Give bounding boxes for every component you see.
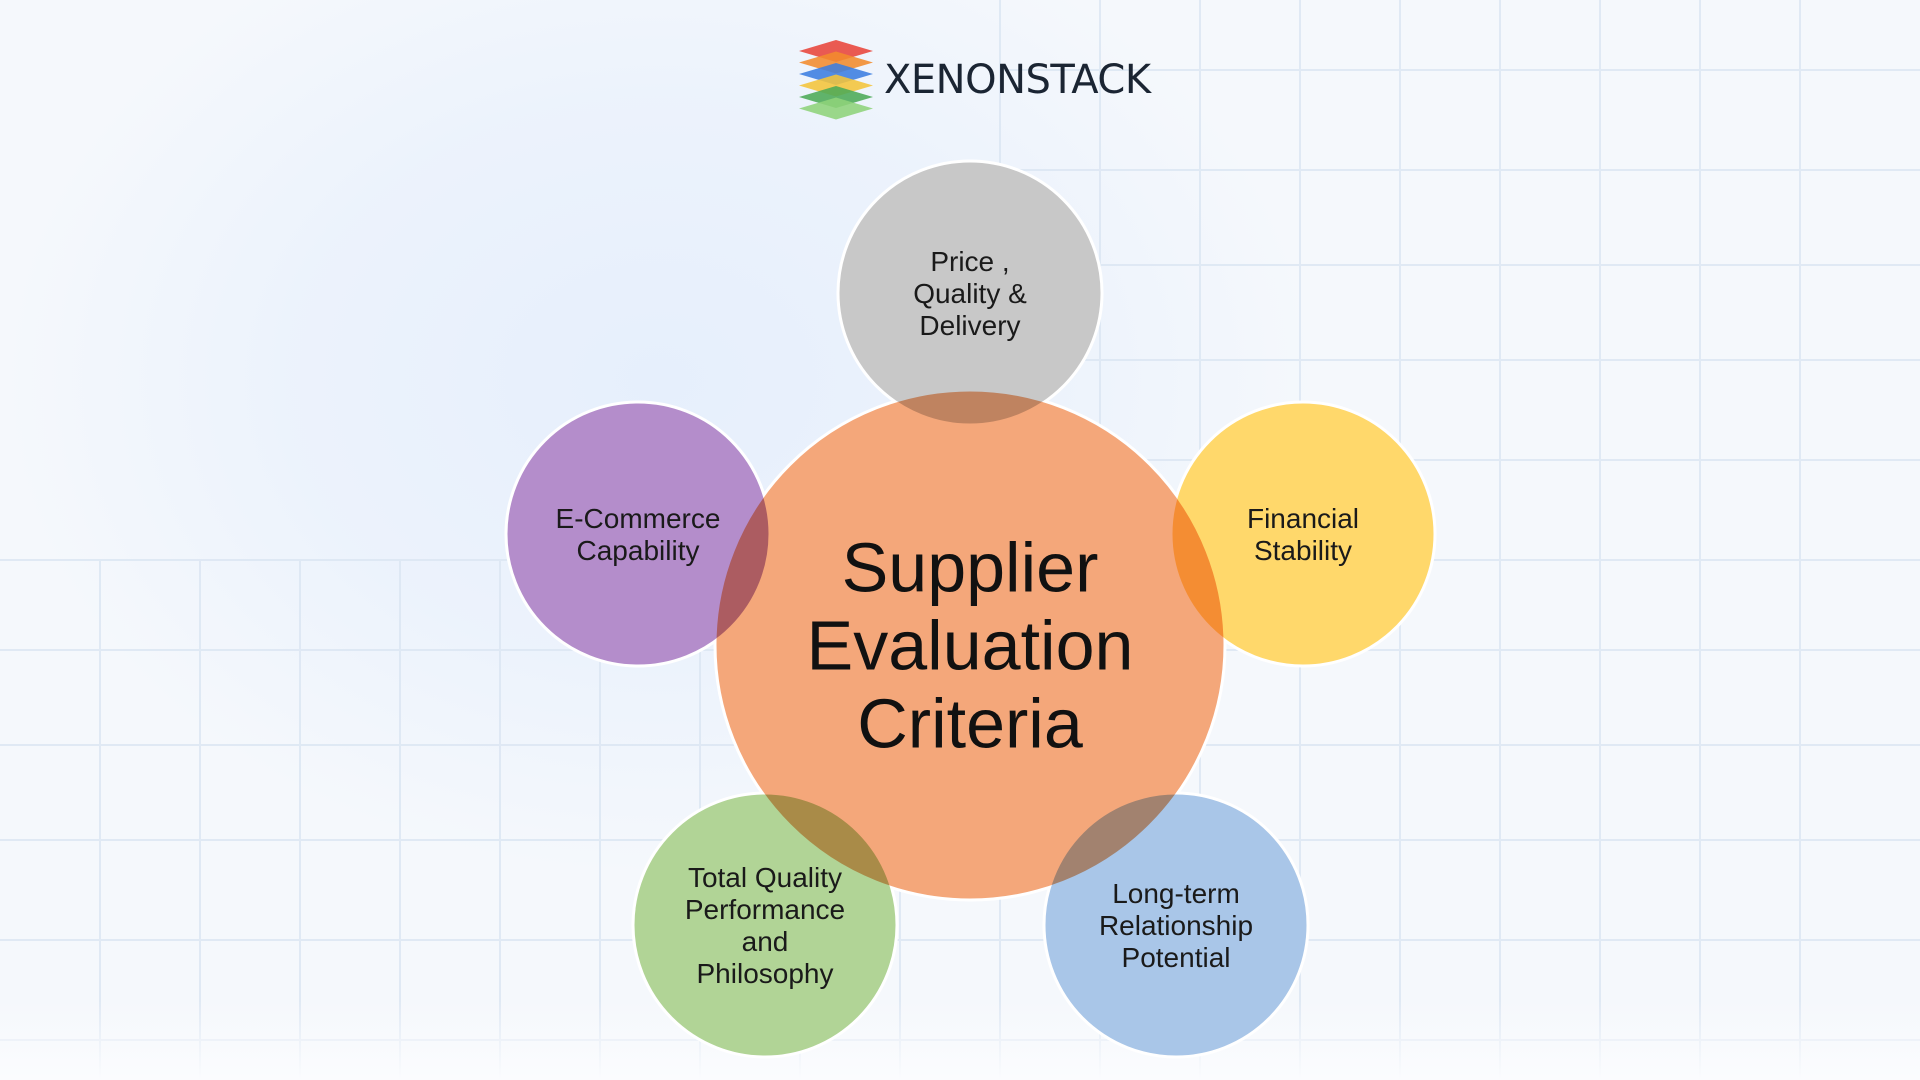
node-label-e-commerce-capability-line: E-Commerce [556,503,721,534]
node-label-financial-stability-line: Financial [1247,503,1359,534]
node-circle-financial-stability [1169,400,1437,668]
logo-layer [799,63,873,85]
node-label-e-commerce-capability-line: Capability [577,535,700,566]
stacked-layers-icon [799,40,873,120]
logo-layer [799,40,873,62]
logo-layer [799,51,873,74]
node-label-financial-stability-line: Stability [1254,535,1352,566]
node-label-total-quality-performance-line: Total Quality [688,862,842,893]
logo-layer [799,97,873,120]
node-circle-long-term-relationship-potential [1042,791,1310,1059]
node-label-total-quality-performance-line: Philosophy [697,958,834,989]
logo-layer [799,74,873,97]
node-label-price-quality-delivery: Price ,Quality &Delivery [913,246,1027,341]
brand-logo: XENONSTACK [796,38,1151,122]
node-label-long-term-relationship-potential-line: Relationship [1099,910,1253,941]
center-label-line: Criteria [857,685,1083,763]
node-label-total-quality-performance-line: and [742,926,789,957]
brand-name: XENONSTACK [884,57,1151,103]
node-label-price-quality-delivery-line: Delivery [919,310,1020,341]
center-label-line: Evaluation [807,607,1134,685]
node-label-total-quality-performance-line: Performance [685,894,845,925]
logo-layer [799,86,873,108]
node-label-long-term-relationship-potential-line: Long-term [1112,878,1240,909]
node-circle-e-commerce-capability [504,400,772,668]
node-label-long-term-relationship-potential-line: Potential [1122,942,1231,973]
node-label-price-quality-delivery-line: Quality & [913,278,1027,309]
center-label-line: Supplier [842,529,1099,607]
node-label-price-quality-delivery-line: Price , [930,246,1009,277]
